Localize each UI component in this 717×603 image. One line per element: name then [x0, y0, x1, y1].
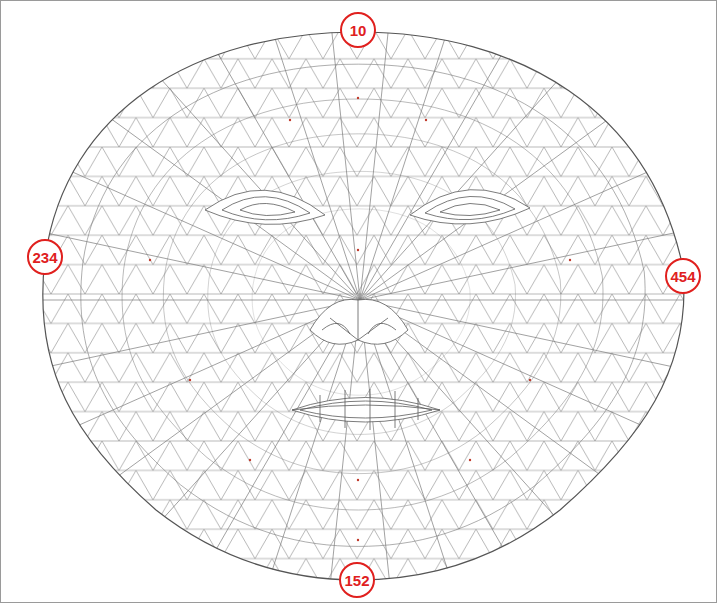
face-features	[205, 190, 530, 430]
right-eye	[410, 190, 530, 224]
face-outline	[43, 32, 684, 580]
callout-circle: 234	[27, 239, 63, 275]
callout-number: 10	[350, 23, 367, 38]
callout-number: 234	[32, 250, 57, 265]
mesh-vertices	[149, 97, 571, 541]
callout-circle: 10	[340, 12, 376, 48]
callout-circle: 152	[339, 562, 375, 598]
nose	[310, 299, 408, 344]
callout-circle: 454	[665, 258, 701, 294]
mesh-rings	[81, 64, 645, 546]
callout-number: 152	[344, 573, 369, 588]
callout-number: 454	[670, 269, 695, 284]
left-eye	[205, 190, 325, 224]
